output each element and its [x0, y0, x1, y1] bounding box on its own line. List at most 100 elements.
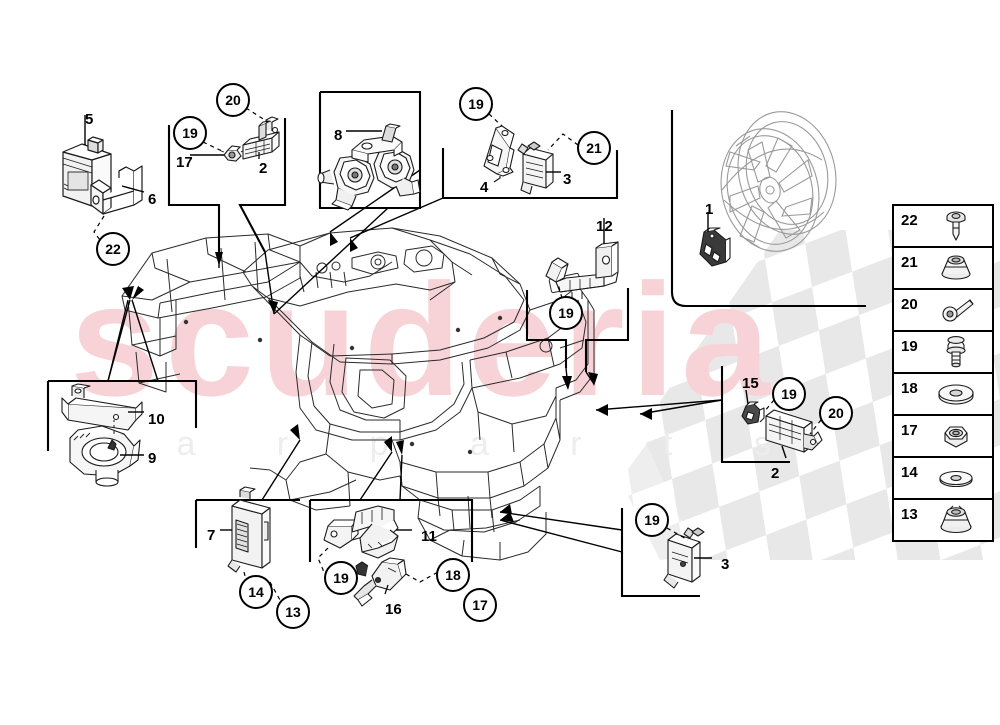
svg-text:20: 20 [828, 405, 844, 421]
part-label-16: 16 [385, 601, 402, 618]
part-label-4: 4 [480, 179, 489, 196]
callout-19b: 19 [459, 87, 493, 121]
dash-19d-15 [763, 399, 775, 413]
svg-text:19: 19 [333, 570, 349, 586]
dash-21-3 [547, 133, 579, 151]
svg-text:19: 19 [644, 512, 660, 528]
dash-6-22 [93, 215, 105, 241]
flange-lock-nut-icon [941, 255, 971, 280]
part-label-10: 10 [148, 411, 165, 428]
callout-21: 21 [577, 131, 611, 165]
legend-row-number: 20 [901, 296, 918, 313]
dash-7-14-13 [243, 571, 281, 601]
legend-row-number: 17 [901, 422, 918, 439]
part-8-horn-assembly [317, 123, 421, 211]
legend-row-number: 19 [901, 338, 918, 355]
dash-11-19e [317, 547, 329, 573]
svg-text:18: 18 [445, 567, 461, 583]
part-label-5: 5 [85, 111, 94, 128]
legend-row-number: 13 [901, 506, 918, 523]
callout-20b: 20 [819, 396, 853, 430]
part-2-module-top [242, 116, 280, 160]
callout-20a: 20 [216, 83, 250, 117]
svg-text:17: 17 [472, 597, 488, 613]
callout-19f: 19 [635, 503, 669, 537]
part-label-12: 12 [596, 218, 613, 235]
legend-row-21: 21 [901, 254, 971, 280]
legend-row-number: 18 [901, 380, 918, 397]
part-4-triangular-bracket [483, 125, 515, 183]
part-label-11: 11 [421, 528, 437, 545]
part-10-horn-bracket [61, 383, 144, 431]
hex-flange-bolt-icon [946, 336, 966, 368]
dash-20a-2 [245, 107, 269, 123]
callout-19e: 19 [324, 561, 358, 595]
dash-19b-4 [488, 113, 503, 127]
hex-nut-icon [944, 426, 968, 448]
part-label-2: 2 [771, 465, 780, 482]
part-9-horn [69, 420, 144, 487]
legend-row-number: 14 [901, 464, 918, 481]
part-label-1: 1 [705, 201, 714, 218]
part-16-level-sensor [353, 557, 407, 607]
part-label-15: 15 [742, 375, 759, 392]
flange-nut-icon [940, 505, 972, 534]
dash-19c-12 [557, 283, 563, 299]
part-7-control-module [220, 486, 271, 573]
watermark-scuderia: scuderia [70, 250, 776, 429]
part-label-7: 7 [207, 527, 216, 544]
svg-text:scuderia: scuderia [70, 250, 776, 429]
dash-16-18 [405, 571, 439, 583]
group-frame-lines [46, 90, 866, 598]
callout-19d: 19 [772, 377, 806, 411]
svg-text:13: 13 [285, 604, 301, 620]
svg-text:22: 22 [105, 241, 121, 257]
callout-14: 14 [239, 575, 273, 609]
legend-row-22: 22 [901, 211, 966, 241]
legend-row-19: 19 [901, 336, 966, 368]
part-label-3: 3 [563, 171, 572, 188]
svg-text:21: 21 [586, 140, 602, 156]
part-label-8: 8 [334, 127, 343, 144]
push-rivet-icon [946, 211, 966, 241]
alloy-wheel-drawing [720, 111, 837, 252]
legend-table: 22 21 20 19 18 17 14 13 [892, 204, 994, 542]
svg-text:c a r p a r t s: c a r p a r t s [78, 425, 807, 463]
thin-washer-icon [939, 470, 973, 488]
dash-20b-2right [809, 419, 822, 435]
callout-19c: 19 [549, 296, 583, 330]
part-17-nut-small [190, 145, 245, 162]
part-label-3: 3 [721, 556, 730, 573]
part-label-17: 17 [176, 154, 193, 171]
leader-arrowheads [122, 232, 652, 522]
svg-text:20: 20 [225, 92, 241, 108]
svg-text:19: 19 [182, 125, 198, 141]
legend-row-20: 20 [901, 296, 974, 322]
legend-row-18: 18 [901, 380, 974, 405]
callout-18: 18 [436, 558, 470, 592]
dash-19a-17 [202, 141, 225, 153]
legend-row-13: 13 [901, 505, 972, 534]
part-11-bracket-assembly [323, 505, 412, 559]
legend-row-17: 17 [901, 422, 968, 448]
callout-13: 13 [276, 595, 310, 629]
svg-text:19: 19 [781, 386, 797, 402]
part-15-sensor-small [741, 389, 765, 425]
part-3-module-top [517, 141, 561, 195]
callout-22: 22 [96, 232, 130, 266]
callout-19a: 19 [173, 116, 207, 150]
part-2-module-right [765, 409, 823, 459]
svg-text:19: 19 [558, 305, 574, 321]
legend-row-14: 14 [901, 464, 973, 488]
callout-17: 17 [463, 588, 497, 622]
watermark-carparts: c a r p a r t s [78, 425, 807, 463]
part-label-9: 9 [148, 450, 157, 467]
part-6-bracket [90, 165, 145, 215]
legend-row-number: 22 [901, 212, 918, 229]
part-1-wheel-sensor [699, 212, 731, 267]
eye-bolt-icon [942, 299, 974, 322]
part-label-2: 2 [259, 160, 268, 177]
